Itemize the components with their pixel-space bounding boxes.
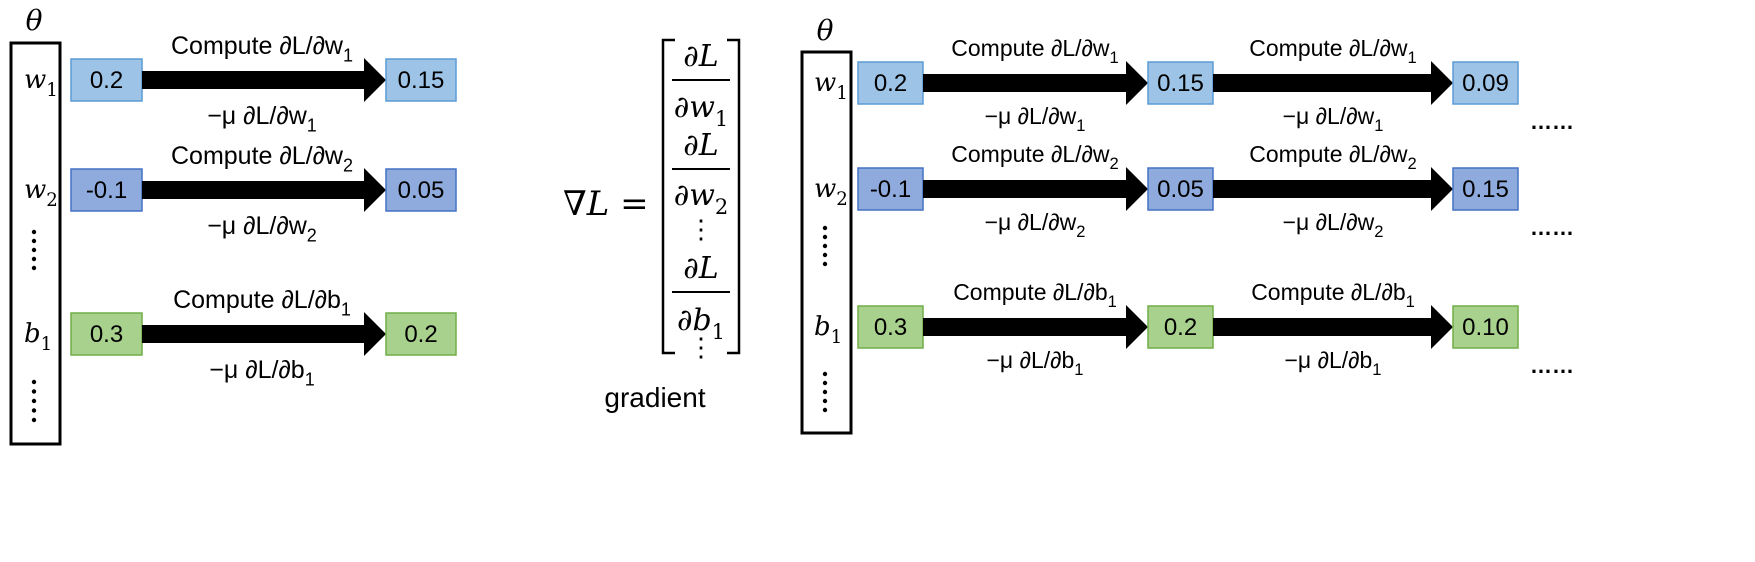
right-ellipsis-1-dot bbox=[822, 225, 828, 231]
right-param-w1: w1 bbox=[814, 68, 848, 104]
left-ellipsis-1-dot bbox=[31, 238, 37, 244]
right-update-arrow-1 bbox=[923, 61, 1148, 105]
left-next-w1-box bbox=[385, 58, 457, 102]
right-param-b1: b1 bbox=[814, 312, 842, 348]
right-update-arrow-1 bbox=[923, 167, 1148, 211]
left-step-label: −μ ∂L/∂w2 bbox=[207, 212, 317, 246]
gradient-numerator: ∂L bbox=[683, 251, 718, 286]
right-step2-b1-value: 0.10 bbox=[1462, 314, 1509, 341]
gradient-denominator: ∂w1 bbox=[674, 90, 729, 131]
right-compute-label-2: Compute ∂L/∂w2 bbox=[1249, 141, 1416, 173]
right-step1-w1-box bbox=[1147, 61, 1214, 105]
right-step-label-2: −μ ∂L/∂b1 bbox=[1285, 347, 1382, 379]
right-ellipsis-2-dot bbox=[822, 398, 828, 404]
left-param-w1: w1 bbox=[24, 65, 58, 101]
gradient-denominator: ∂w2 bbox=[674, 178, 729, 219]
right-continuation-ellipsis: …… bbox=[1530, 353, 1574, 378]
right-update-arrow-2 bbox=[1213, 61, 1453, 105]
right-theta-label: θ bbox=[817, 14, 834, 47]
right-step2-w2-box bbox=[1452, 167, 1519, 211]
left-ellipsis-2-dot bbox=[31, 408, 37, 413]
left-ellipsis-1-dot bbox=[31, 229, 37, 235]
left-compute-label: Compute ∂L/∂b1 bbox=[173, 286, 351, 320]
right-ellipsis-2-dot bbox=[822, 389, 828, 395]
gradient-vdots: ⋮ bbox=[688, 333, 714, 363]
right-step0-w2-value: -0.1 bbox=[870, 176, 911, 203]
right-step2-w1-box bbox=[1452, 61, 1519, 105]
right-step0-b1-box bbox=[857, 305, 924, 349]
left-update-arrow bbox=[142, 168, 386, 212]
right-step0-b1-value: 0.3 bbox=[874, 314, 907, 341]
right-ellipsis-1-dot bbox=[822, 234, 828, 240]
right-continuation-ellipsis: …… bbox=[1530, 215, 1574, 240]
left-ellipsis-2-dot bbox=[31, 389, 37, 394]
right-compute-label-2: Compute ∂L/∂b1 bbox=[1251, 279, 1415, 311]
left-ellipsis-2-dot bbox=[31, 398, 37, 404]
right-param-w2: w2 bbox=[814, 174, 848, 210]
left-theta-vector bbox=[9, 41, 62, 446]
right-step1-b1-value: 0.2 bbox=[1164, 314, 1197, 341]
right-update-arrow-2 bbox=[1213, 305, 1453, 349]
left-param-w2: w2 bbox=[24, 175, 58, 211]
left-ellipsis-1-dot bbox=[31, 247, 37, 253]
gradient-caption: gradient bbox=[604, 382, 705, 413]
right-update-arrow-2 bbox=[1213, 167, 1453, 211]
left-update-arrow bbox=[142, 58, 386, 102]
right-step-label-1: −μ ∂L/∂w1 bbox=[985, 103, 1086, 135]
right-step-label-2: −μ ∂L/∂w1 bbox=[1283, 103, 1384, 135]
right-step0-w1-box bbox=[857, 61, 924, 105]
left-current-b1-value: 0.3 bbox=[90, 321, 123, 348]
right-step-label-2: −μ ∂L/∂w2 bbox=[1283, 209, 1384, 241]
left-update-arrow bbox=[142, 312, 386, 356]
left-next-w2-box bbox=[385, 168, 457, 212]
left-next-w1-value: 0.15 bbox=[398, 67, 445, 94]
left-step-label: −μ ∂L/∂b1 bbox=[209, 356, 314, 390]
right-theta-vector bbox=[800, 50, 853, 435]
right-step1-w2-box bbox=[1147, 167, 1214, 211]
right-ellipsis-1-dot bbox=[822, 261, 828, 267]
left-next-b1-value: 0.2 bbox=[404, 321, 437, 348]
gradient-numerator: ∂L bbox=[683, 128, 718, 163]
left-compute-label: Compute ∂L/∂w1 bbox=[171, 32, 353, 66]
right-ellipsis-2-dot bbox=[822, 371, 828, 377]
right-ellipsis-2-dot bbox=[822, 380, 828, 386]
right-step-label-1: −μ ∂L/∂b1 bbox=[987, 347, 1084, 379]
right-step2-b1-box bbox=[1452, 305, 1519, 349]
right-update-arrow-1 bbox=[923, 305, 1148, 349]
gradient-numerator: ∂L bbox=[683, 39, 718, 74]
gradient-right-bracket bbox=[727, 38, 741, 355]
gradient-vdots: ⋮ bbox=[688, 215, 714, 245]
left-current-w2-value: -0.1 bbox=[86, 177, 127, 204]
left-next-b1-box bbox=[385, 312, 457, 356]
left-step-label: −μ ∂L/∂w1 bbox=[207, 102, 317, 136]
right-step1-b1-box bbox=[1147, 305, 1214, 349]
right-ellipsis-2-dot bbox=[822, 407, 828, 413]
right-step2-w2-value: 0.15 bbox=[1462, 176, 1509, 203]
left-ellipsis-2-dot bbox=[31, 379, 37, 385]
left-theta-label: θ bbox=[26, 4, 43, 37]
right-continuation-ellipsis: …… bbox=[1530, 109, 1574, 134]
left-next-w2-value: 0.05 bbox=[398, 177, 445, 204]
right-ellipsis-1-dot bbox=[822, 252, 828, 258]
right-ellipsis-1-dot bbox=[822, 243, 828, 249]
left-current-w1-value: 0.2 bbox=[90, 67, 123, 94]
right-step1-w1-value: 0.15 bbox=[1157, 70, 1204, 97]
right-step0-w1-value: 0.2 bbox=[874, 70, 907, 97]
right-compute-label-1: Compute ∂L/∂w1 bbox=[951, 35, 1118, 67]
gradient-left-bracket bbox=[661, 38, 675, 355]
left-ellipsis-1-dot bbox=[31, 256, 37, 262]
right-step2-w1-value: 0.09 bbox=[1462, 70, 1509, 97]
right-compute-label-1: Compute ∂L/∂w2 bbox=[951, 141, 1118, 173]
left-ellipsis-1-dot bbox=[31, 265, 37, 271]
left-current-w1-box bbox=[70, 58, 143, 102]
right-step-label-1: −μ ∂L/∂w2 bbox=[985, 209, 1086, 241]
left-param-b1: b1 bbox=[24, 319, 52, 355]
right-compute-label-2: Compute ∂L/∂w1 bbox=[1249, 35, 1416, 67]
right-step1-w2-value: 0.05 bbox=[1157, 176, 1204, 203]
right-compute-label-1: Compute ∂L/∂b1 bbox=[953, 279, 1117, 311]
gradient-lhs: ∇L = bbox=[563, 184, 649, 224]
left-ellipsis-2-dot bbox=[31, 417, 37, 423]
left-compute-label: Compute ∂L/∂w2 bbox=[171, 142, 353, 176]
